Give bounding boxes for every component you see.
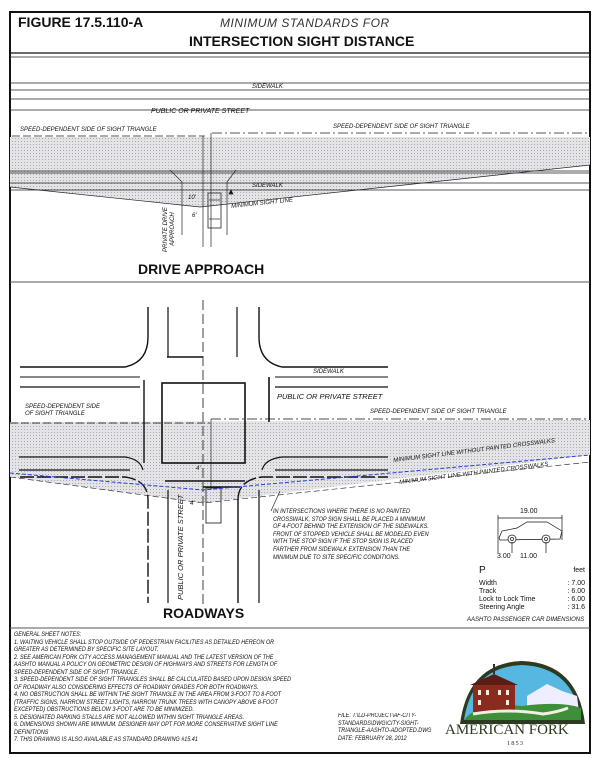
dim-label: Track — [479, 588, 497, 595]
file-path-line: TRIANGLE-AASHTO-ADOPTED.DWG — [338, 728, 432, 734]
private-drive-line2: APPROACH — [170, 212, 176, 246]
note-line: WITH THE STOP SIGN IF THE STOP SIGN IS P… — [273, 538, 413, 546]
figure-subtitle: MINIMUM STANDARDS FOR — [220, 16, 390, 30]
dim-label: Lock to Lock Time — [479, 596, 536, 603]
logo-year: 1853 — [507, 740, 524, 747]
file-info: FILE: T:\LD-PROJECT\AF-CITY- STANDARDS\D… — [338, 713, 432, 743]
american-fork-logo — [460, 661, 585, 724]
car-overhang: 3.00 — [497, 553, 511, 560]
file-date: DATE: FEBRUARY 28, 2012 — [338, 735, 407, 742]
street-label: PUBLIC OR PRIVATE STREET — [151, 108, 250, 115]
notes-heading: GENERAL SHEET NOTES: — [14, 631, 82, 638]
roadways-plan — [9, 300, 591, 605]
dimension-6ft: 6' — [192, 213, 197, 219]
note-line: DEFINITIONS — [14, 728, 49, 736]
figure-title: INTERSECTION SIGHT DISTANCE — [189, 33, 415, 49]
note-line: GREATER AS DETERMINED BY SPECIFIC SITE L… — [14, 646, 159, 653]
drive-approach-plan — [9, 56, 591, 247]
speed-dependent-left: SPEED-DEPENDENT SIDE OF SIGHT TRIANGLE — [20, 127, 157, 133]
drive-approach-title: DRIVE APPROACH — [138, 261, 265, 277]
dimension-4ft-a: 4' — [196, 466, 201, 472]
note-line: FRONT OF STOPPED VEHICLE SHALL BE MODELE… — [273, 530, 429, 538]
dim-value: : 6.00 — [567, 596, 585, 603]
dim-label: Steering Angle — [479, 604, 525, 611]
dim-label: Width — [479, 580, 497, 587]
sight-line-without-crosswalks — [9, 454, 591, 491]
note-line: 4. NO OBSTRUCTION SHALL BE WITHIN THE SI… — [14, 691, 282, 698]
dim-value: : 31.6 — [567, 604, 585, 611]
car-length: 19.00 — [520, 508, 538, 515]
sidewalk-label-bottom: SIDEWALK — [252, 183, 283, 189]
dimension-10ft: 10' — [188, 195, 196, 201]
figure-number: FIGURE 17.5.110-A — [18, 14, 144, 30]
note-line: OF ROADWAY ALSO CONSIDERING EFFECTS OF R… — [14, 683, 259, 691]
speed-left-line2: OF SIGHT TRIANGLE — [25, 411, 85, 417]
note-line: 1. WAITING VEHICLE SHALL STOP OUTSIDE OF… — [14, 638, 275, 646]
general-notes: GENERAL SHEET NOTES: 1. WAITING VEHICLE … — [14, 631, 291, 744]
note-line: (TRAFFIC SIGNS, NARROW STREET LIGHTS, NA… — [14, 698, 278, 706]
roadways-speed-right: SPEED-DEPENDENT SIDE OF SIGHT TRIANGLE — [370, 409, 507, 415]
note-line: OF 4-FOOT BEHIND THE EXTENSION OF THE SI… — [273, 523, 429, 531]
roadways-title: ROADWAYS — [163, 605, 245, 621]
speed-dependent-right: SPEED-DEPENDENT SIDE OF SIGHT TRIANGLE — [333, 124, 470, 130]
stop-sign-note: IN INTERSECTIONS WHERE THERE IS NO PAINT… — [273, 508, 429, 561]
sight-triangle-shading — [10, 137, 590, 207]
note-line: 7. THIS DRAWING IS ALSO AVAILABLE AS STA… — [14, 736, 198, 743]
units: feet — [573, 567, 585, 574]
note-line: MINIMUM DUE TO SITE SPECIFIC CONDITIONS. — [273, 553, 400, 561]
note-line: FARTHER FROM SIDEWALK EXTENSION THAN THE — [273, 545, 411, 553]
dim-value: : 7.00 — [567, 580, 585, 587]
note-line: 6. DIMENSIONS SHOWN ARE MINIMUM. DESIGNE… — [14, 721, 278, 728]
car-wheelbase: 11.00 — [520, 553, 537, 560]
speed-left-line1: SPEED-DEPENDENT SIDE — [25, 404, 101, 410]
note-line: 2. SEE AMERICAN FORK CITY ACCESS MANAGEM… — [14, 653, 274, 661]
vertical-street-label: PUBLIC OR PRIVATE STREET — [176, 494, 185, 600]
logo-name: AMERICAN FORK — [445, 722, 569, 738]
note-line: AASHTO MANUAL A POLICY ON GEOMETRIC DESI… — [14, 661, 278, 668]
sidewalk-label-top: SIDEWALK — [252, 84, 283, 90]
note-line: EXCEPTED) OBSTRUCTIONS BELOW 3-FOOT ARE … — [14, 706, 194, 713]
note-line: CROSSWALK, STOP SIGN SHALL BE PLACED A M… — [273, 515, 425, 523]
dimension-4ft-b: 4' — [190, 501, 195, 507]
sight-line-with-crosswalks — [9, 461, 591, 504]
note-line: 3. SPEED-DEPENDENT SIDE OF SIGHT TRIANGL… — [14, 676, 292, 683]
note-line: 5. DESIGNATED PARKING STALLS ARE NOT ALL… — [14, 713, 245, 721]
sight-triangle-shading-roadways — [10, 420, 590, 503]
vehicle-class: P — [479, 565, 486, 576]
file-path-line: FILE: T:\LD-PROJECT\AF-CITY- — [338, 713, 417, 719]
roadways-sidewalk-label: SIDEWALK — [313, 369, 344, 375]
note-line: IN INTERSECTIONS WHERE THERE IS NO PAINT… — [273, 508, 410, 515]
note-line: SPEED-DEPENDENT SIDE OF SIGHT TRIANGLE. — [14, 668, 140, 676]
file-path-line: STANDARDS\DWG\CITY-SIGHT- — [338, 720, 419, 727]
car-diagram — [497, 515, 563, 553]
private-drive-line1: PRIVATE DRIVE — [163, 207, 169, 252]
car-dimensions-caption: AASHTO PASSENGER CAR DIMENSIONS — [467, 617, 585, 623]
sheet-border — [9, 11, 591, 754]
roadways-street-label: PUBLIC OR PRIVATE STREET — [277, 392, 383, 401]
dim-value: : 6.00 — [567, 588, 585, 595]
